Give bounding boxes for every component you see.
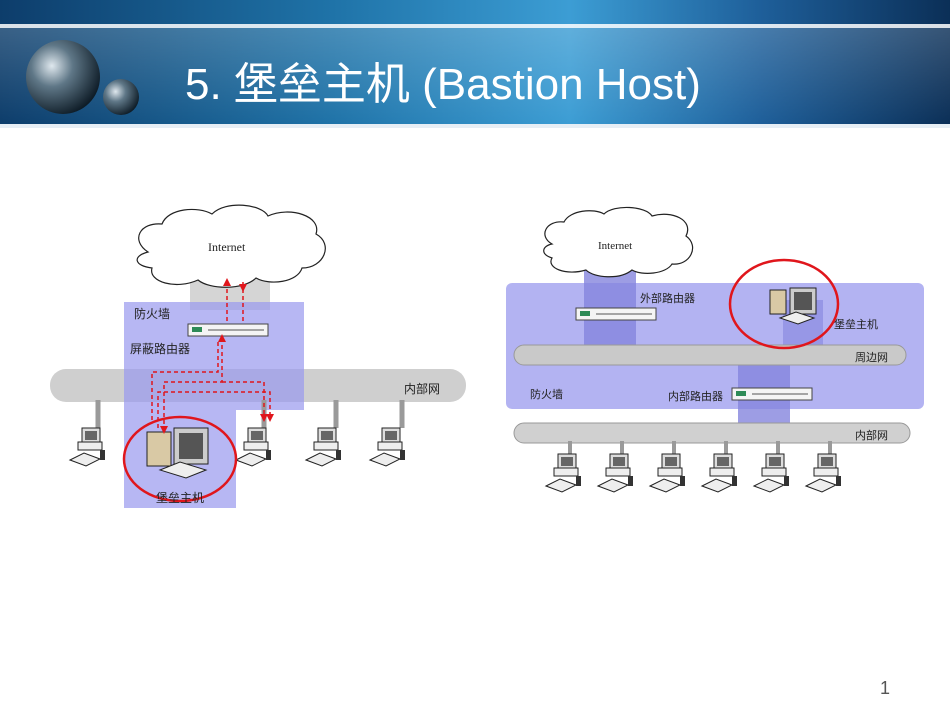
banner-bottom-line [0, 124, 950, 128]
screening-router-label: 屏蔽路由器 [130, 342, 191, 356]
bastion-host-icon [146, 427, 209, 479]
internet-label: Internet [598, 240, 633, 252]
internal-router-label: 内部路由器 [668, 391, 723, 403]
page-number: 1 [880, 678, 891, 698]
globe-logo-icon [26, 40, 139, 115]
workstation-icon [753, 453, 790, 493]
workstation-icon [805, 453, 842, 493]
internal-router-icon [731, 387, 813, 401]
internet-cloud [136, 204, 326, 288]
bastion-highlight-circle [728, 258, 840, 350]
bastion-host-icon [769, 287, 817, 325]
perimeter-network-label: 周边网 [855, 352, 888, 364]
bastion-highlight-circle [122, 415, 238, 503]
banner-glow [0, 28, 950, 124]
firewall-label: 防火墙 [530, 389, 563, 401]
bastion-host-label: 堡垒主机 [834, 319, 878, 331]
traffic-arrows [151, 282, 271, 430]
firewall-label: 防火墙 [134, 307, 171, 321]
internet-label: Internet [208, 240, 246, 254]
title-banner: 5. 堡垒主机 (Bastion Host) [0, 0, 950, 128]
internal-network-label: 内部网 [404, 382, 441, 396]
bastion-host-label: 堡垒主机 [156, 491, 205, 505]
external-router-icon [575, 307, 657, 321]
workstation-icon [649, 453, 686, 493]
external-router-label: 外部路由器 [640, 293, 695, 305]
workstation-icon [701, 453, 738, 493]
perimeter-network-bus [513, 344, 907, 366]
workstation-icon [597, 453, 634, 493]
banner-top-line [0, 24, 950, 28]
page-title: 5. 堡垒主机 (Bastion Host) [185, 60, 701, 109]
internet-cloud [543, 206, 694, 278]
internal-network-label: 内部网 [855, 430, 888, 442]
internal-network-bus [513, 422, 911, 444]
workstation-icon [545, 453, 582, 493]
